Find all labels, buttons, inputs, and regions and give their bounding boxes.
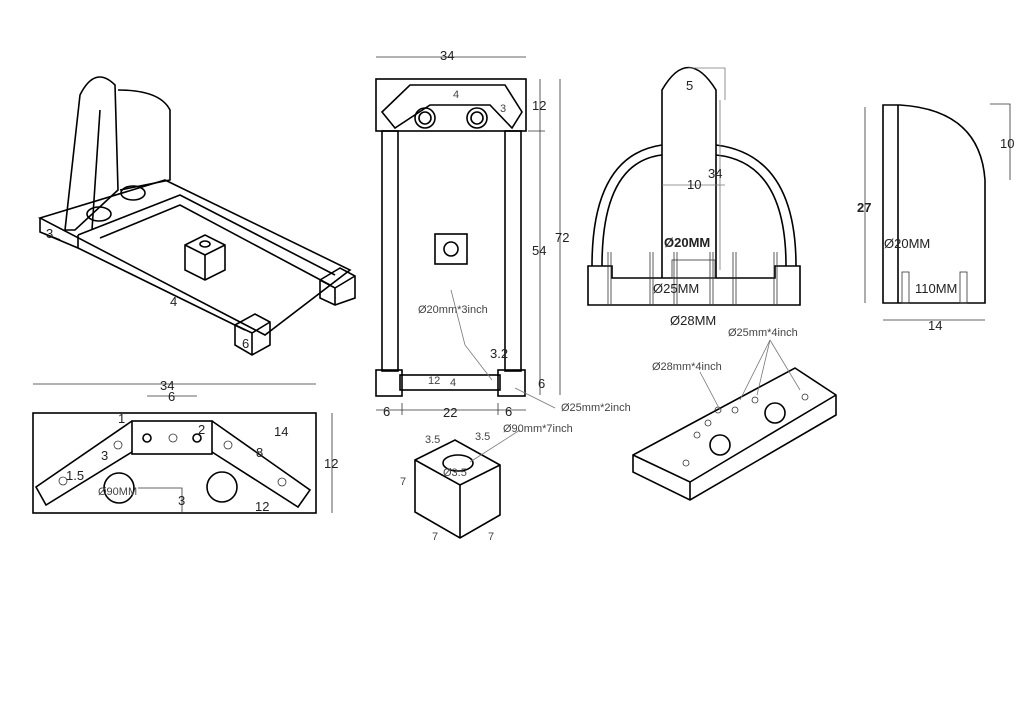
dim-label: Ø90MM [98,486,137,498]
front-view: 5 34 10 Ø20MM Ø25MM Ø28MM [587,66,801,328]
bracket-view: 34 6 2 1 3 1.5 14 8 12 12 Ø90MM 3 [32,378,338,514]
dim-label: 34 [708,166,722,181]
dim-label: 3.5 [425,434,440,446]
dim-label: 3 [178,493,185,508]
hole-note: Ø20mm*3inch [418,304,488,316]
dim-label: Ø20MM [664,235,710,250]
hole-note: Ø90mm*7inch [503,423,573,435]
dim-label: 27 [857,200,871,215]
dim-label: 6 [383,404,390,419]
dim-label: 22 [443,405,457,420]
dim-label: 4 [170,294,177,309]
dim-label: 14 [274,424,288,439]
dim-label: 54 [532,243,546,258]
dim-label: 6 [168,389,175,404]
dim-label: 3.2 [490,346,508,361]
dim-label: 6 [538,376,545,391]
dim-label: 1 [118,411,125,426]
hole-note: Ø25mm*4inch [728,327,798,339]
dim-label: 6 [505,404,512,419]
dim-label: 12 [324,456,338,471]
dim-label: 14 [928,318,942,333]
dim-label: 5 [686,78,693,93]
hole-note: Ø25mm*2inch [561,402,631,414]
dim-label: 7 [432,531,438,543]
hole-note: Ø28mm*4inch [652,361,722,373]
side-view: 10 27 Ø20MM 110MM 14 [857,103,1014,333]
dim-label: 2 [198,422,205,437]
top-view: 34 12 54 72 6 6 22 6 12 4 3.2 4 3 Ø20mm*… [375,48,631,420]
dim-label: Ø25MM [653,281,699,296]
dim-label: 3 [500,103,506,115]
dim-label: 4 [453,89,459,101]
dim-label: 72 [555,230,569,245]
dim-label: 4 [450,377,456,389]
dim-label: 10 [687,177,701,192]
dim-label: 34 [440,48,454,63]
dim-label: Ø3.5 [443,467,467,479]
dim-label: Ø20MM [884,236,930,251]
dim-label: 12 [428,375,440,387]
dim-label: 12 [532,98,546,113]
dim-label: 8 [256,445,263,460]
dim-label: Ø28MM [670,313,716,328]
dim-label: 12 [255,499,269,514]
dim-label: 6 [242,336,249,351]
dim-label: 3 [46,226,53,241]
dim-label: 7 [400,476,406,488]
dim-label: 34 [160,378,174,393]
dim-label: 10 [1000,136,1014,151]
dim-label: 1.5 [66,468,84,483]
dim-label: 110MM [915,281,957,296]
dim-label: 3.5 [475,431,490,443]
dim-label: 7 [488,531,494,543]
block-view: 3.5 3.5 Ø90mm*7inch Ø3.5 7 7 7 [400,423,573,543]
isometric-frame-view: 3 4 6 [37,76,356,356]
dim-label: 3 [101,448,108,463]
perforated-plate: Ø25mm*4inch Ø28mm*4inch [632,327,837,501]
